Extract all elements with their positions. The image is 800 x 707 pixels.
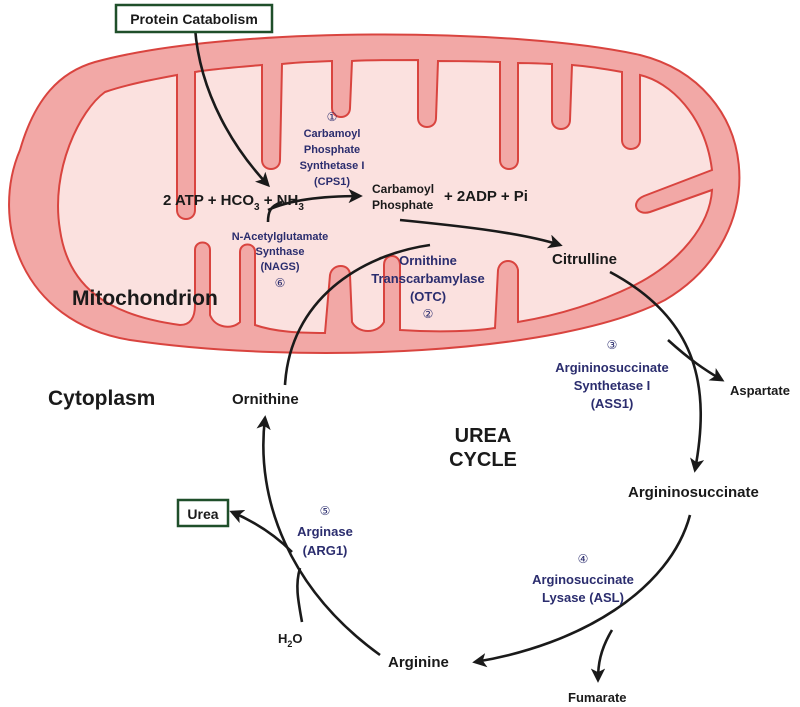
- citrulline-label: Citrulline: [552, 251, 617, 268]
- enzyme-cps1-line4: (CPS1): [314, 176, 350, 188]
- arginine-label: Arginine: [388, 654, 449, 671]
- enzyme-otc-line2: Transcarbamylase: [371, 271, 484, 286]
- enzyme-asl: ④ Arginosuccinate Lysase (ASL): [532, 552, 634, 605]
- enzyme-cps1-line1: Carbamoyl: [304, 128, 361, 140]
- enzyme-arg1: ⑤ Arginase (ARG1): [297, 504, 353, 558]
- enzyme-arg1-line2: (ARG1): [303, 543, 348, 558]
- enzyme-ass1-number: ③: [607, 338, 618, 352]
- arrow-arginine-to-ornithine: [256, 415, 381, 657]
- enzyme-nags-number: ⑥: [275, 276, 286, 290]
- enzyme-cps1-number: ①: [327, 110, 338, 124]
- water-label: H2O: [278, 631, 303, 649]
- arrow-nags-branch: [266, 200, 283, 223]
- aspartate-label: Aspartate: [730, 383, 790, 398]
- arrow-protein-to-reactants: [193, 27, 270, 188]
- arrow-to-fumarate: [590, 629, 614, 683]
- fumarate-label: Fumarate: [568, 690, 627, 705]
- products-label: + 2ADP + Pi: [444, 188, 528, 205]
- enzyme-ass1-line3: (ASS1): [591, 396, 634, 411]
- carbamoyl-line2: Phosphate: [372, 198, 434, 212]
- argininosuccinate-label: Argininosuccinate: [628, 484, 759, 501]
- enzyme-nags: N-Acetylglutamate Synthase (NAGS) ⑥: [232, 231, 329, 290]
- reactants-equation: 2 ATP + HCO3 + NH3: [163, 192, 304, 213]
- arrow-to-aspartate: [667, 339, 725, 382]
- enzyme-nags-line3: (NAGS): [260, 261, 299, 273]
- enzyme-otc-number: ②: [423, 307, 434, 321]
- enzyme-cps1-line3: Synthetase I: [300, 160, 365, 172]
- mitochondrion-inner-membrane: [57, 58, 714, 335]
- cycle-title-line2: CYCLE: [449, 449, 517, 471]
- arrow-reactants-to-carbamoyl: [267, 188, 363, 212]
- enzyme-asl-line1: Arginosuccinate: [532, 572, 634, 587]
- ornithine-label: Ornithine: [232, 391, 299, 408]
- enzyme-asl-number: ④: [578, 552, 589, 566]
- protein-catabolism-box: Protein Catabolism: [114, 3, 274, 34]
- protein-catabolism-label: Protein Catabolism: [130, 11, 258, 27]
- arrow-carbamoyl-to-citrulline: [399, 218, 563, 249]
- arrow-argininosuccinate-to-arginine: [472, 514, 692, 668]
- enzyme-nags-line1: N-Acetylglutamate: [232, 231, 329, 243]
- urea-label: Urea: [187, 506, 218, 522]
- cytoplasm-label: Cytoplasm: [48, 387, 155, 410]
- enzyme-ass1-line1: Argininosuccinate: [555, 360, 668, 375]
- urea-box: Urea: [176, 498, 230, 528]
- enzyme-otc-line1: Ornithine: [399, 253, 457, 268]
- mitochondrion-label: Mitochondrion: [72, 287, 218, 310]
- enzyme-ass1-line2: Synthetase I: [574, 378, 651, 393]
- arrow-ornithine-to-citrulline: [283, 243, 431, 386]
- enzyme-otc: Ornithine Transcarbamylase (OTC) ②: [371, 253, 484, 321]
- arrows: [193, 27, 725, 683]
- enzyme-cps1-line2: Phosphate: [304, 144, 360, 156]
- enzyme-asl-line2: Lysase (ASL): [542, 590, 624, 605]
- enzyme-ass1: ③ Argininosuccinate Synthetase I (ASS1): [555, 338, 668, 411]
- arrow-to-urea: [229, 510, 293, 553]
- mitochondrion: [8, 33, 741, 354]
- enzyme-arg1-number: ⑤: [320, 504, 331, 518]
- carbamoyl-line1: Carbamoyl: [372, 182, 434, 196]
- cycle-title-line1: UREA: [455, 425, 512, 447]
- enzyme-nags-line2: Synthase: [256, 246, 305, 258]
- arrow-water-in: [296, 567, 304, 623]
- enzyme-arg1-line1: Arginase: [297, 524, 353, 539]
- enzyme-otc-line3: (OTC): [410, 289, 446, 304]
- enzyme-cps1: ① Carbamoyl Phosphate Synthetase I (CPS1…: [300, 110, 365, 188]
